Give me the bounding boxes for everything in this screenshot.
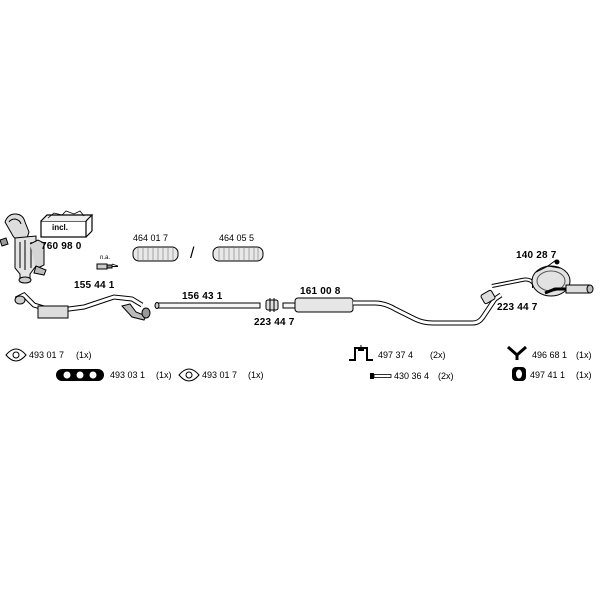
accessory-part-number: 493 01 7 [29, 350, 65, 360]
separator-slash: / [190, 245, 195, 262]
bolt-icon [370, 373, 392, 379]
flex-pipe-a-drawing [132, 246, 179, 262]
accessory-part-number: 493 01 7 [202, 370, 238, 380]
ring-gasket-icon [5, 348, 27, 362]
mounting-bracket-icon [349, 345, 373, 361]
leader-lines [111, 263, 119, 267]
ring-gasket-icon [178, 368, 200, 382]
part-number-center-silencer: 161 00 8 [300, 286, 341, 297]
accessory-quantity: (2x) [438, 371, 454, 381]
accessory-quantity: (1x) [576, 350, 592, 360]
flex-pipe-b-drawing [212, 246, 264, 262]
accessory-quantity: (2x) [430, 350, 446, 360]
accessory-quantity: (1x) [156, 370, 172, 380]
front-clamp-drawing [265, 298, 279, 312]
part-number-flex-pipe-a: 464 01 7 [133, 233, 169, 243]
accessory-quantity: (1x) [248, 370, 264, 380]
part-number-front-clamp: 223 44 7 [254, 317, 295, 328]
three-hole-gasket-icon [56, 369, 104, 381]
incl-label: incl. [52, 223, 69, 232]
part-number-intermediate-pipe: 156 43 1 [182, 291, 223, 302]
front-pipe-drawing [14, 291, 151, 321]
accessory-part-number: 497 41 1 [530, 370, 566, 380]
accessory-part-number: 497 37 4 [378, 350, 414, 360]
accessory-quantity: (1x) [576, 370, 592, 380]
part-number-front-pipe: 155 44 1 [74, 280, 115, 291]
part-number-flex-pipe-b: 464 05 5 [219, 233, 255, 243]
accessory-part-number: 496 68 1 [532, 350, 568, 360]
part-number-rear-silencer: 140 28 7 [516, 250, 557, 261]
sensor-na-label: n.a. [100, 255, 111, 261]
incl-box-drawing [40, 210, 94, 238]
lambda-sensor-drawing [96, 263, 118, 270]
center-silencer-drawing [282, 292, 503, 326]
rubber-mount-icon [512, 367, 526, 381]
rear-clamp-drawing [480, 289, 496, 305]
intermediate-pipe-drawing [154, 302, 261, 309]
accessory-part-number: 493 03 1 [110, 370, 146, 380]
accessory-part-number: 430 36 4 [394, 371, 430, 381]
part-number-rear-clamp: 223 44 7 [497, 302, 538, 313]
rubber-hanger-icon [507, 345, 527, 360]
accessory-quantity: (1x) [76, 350, 92, 360]
catalytic-converter-drawing [0, 213, 47, 284]
rear-silencer-drawing [491, 259, 594, 297]
part-number-catalytic-converter: 760 98 0 [41, 241, 82, 252]
